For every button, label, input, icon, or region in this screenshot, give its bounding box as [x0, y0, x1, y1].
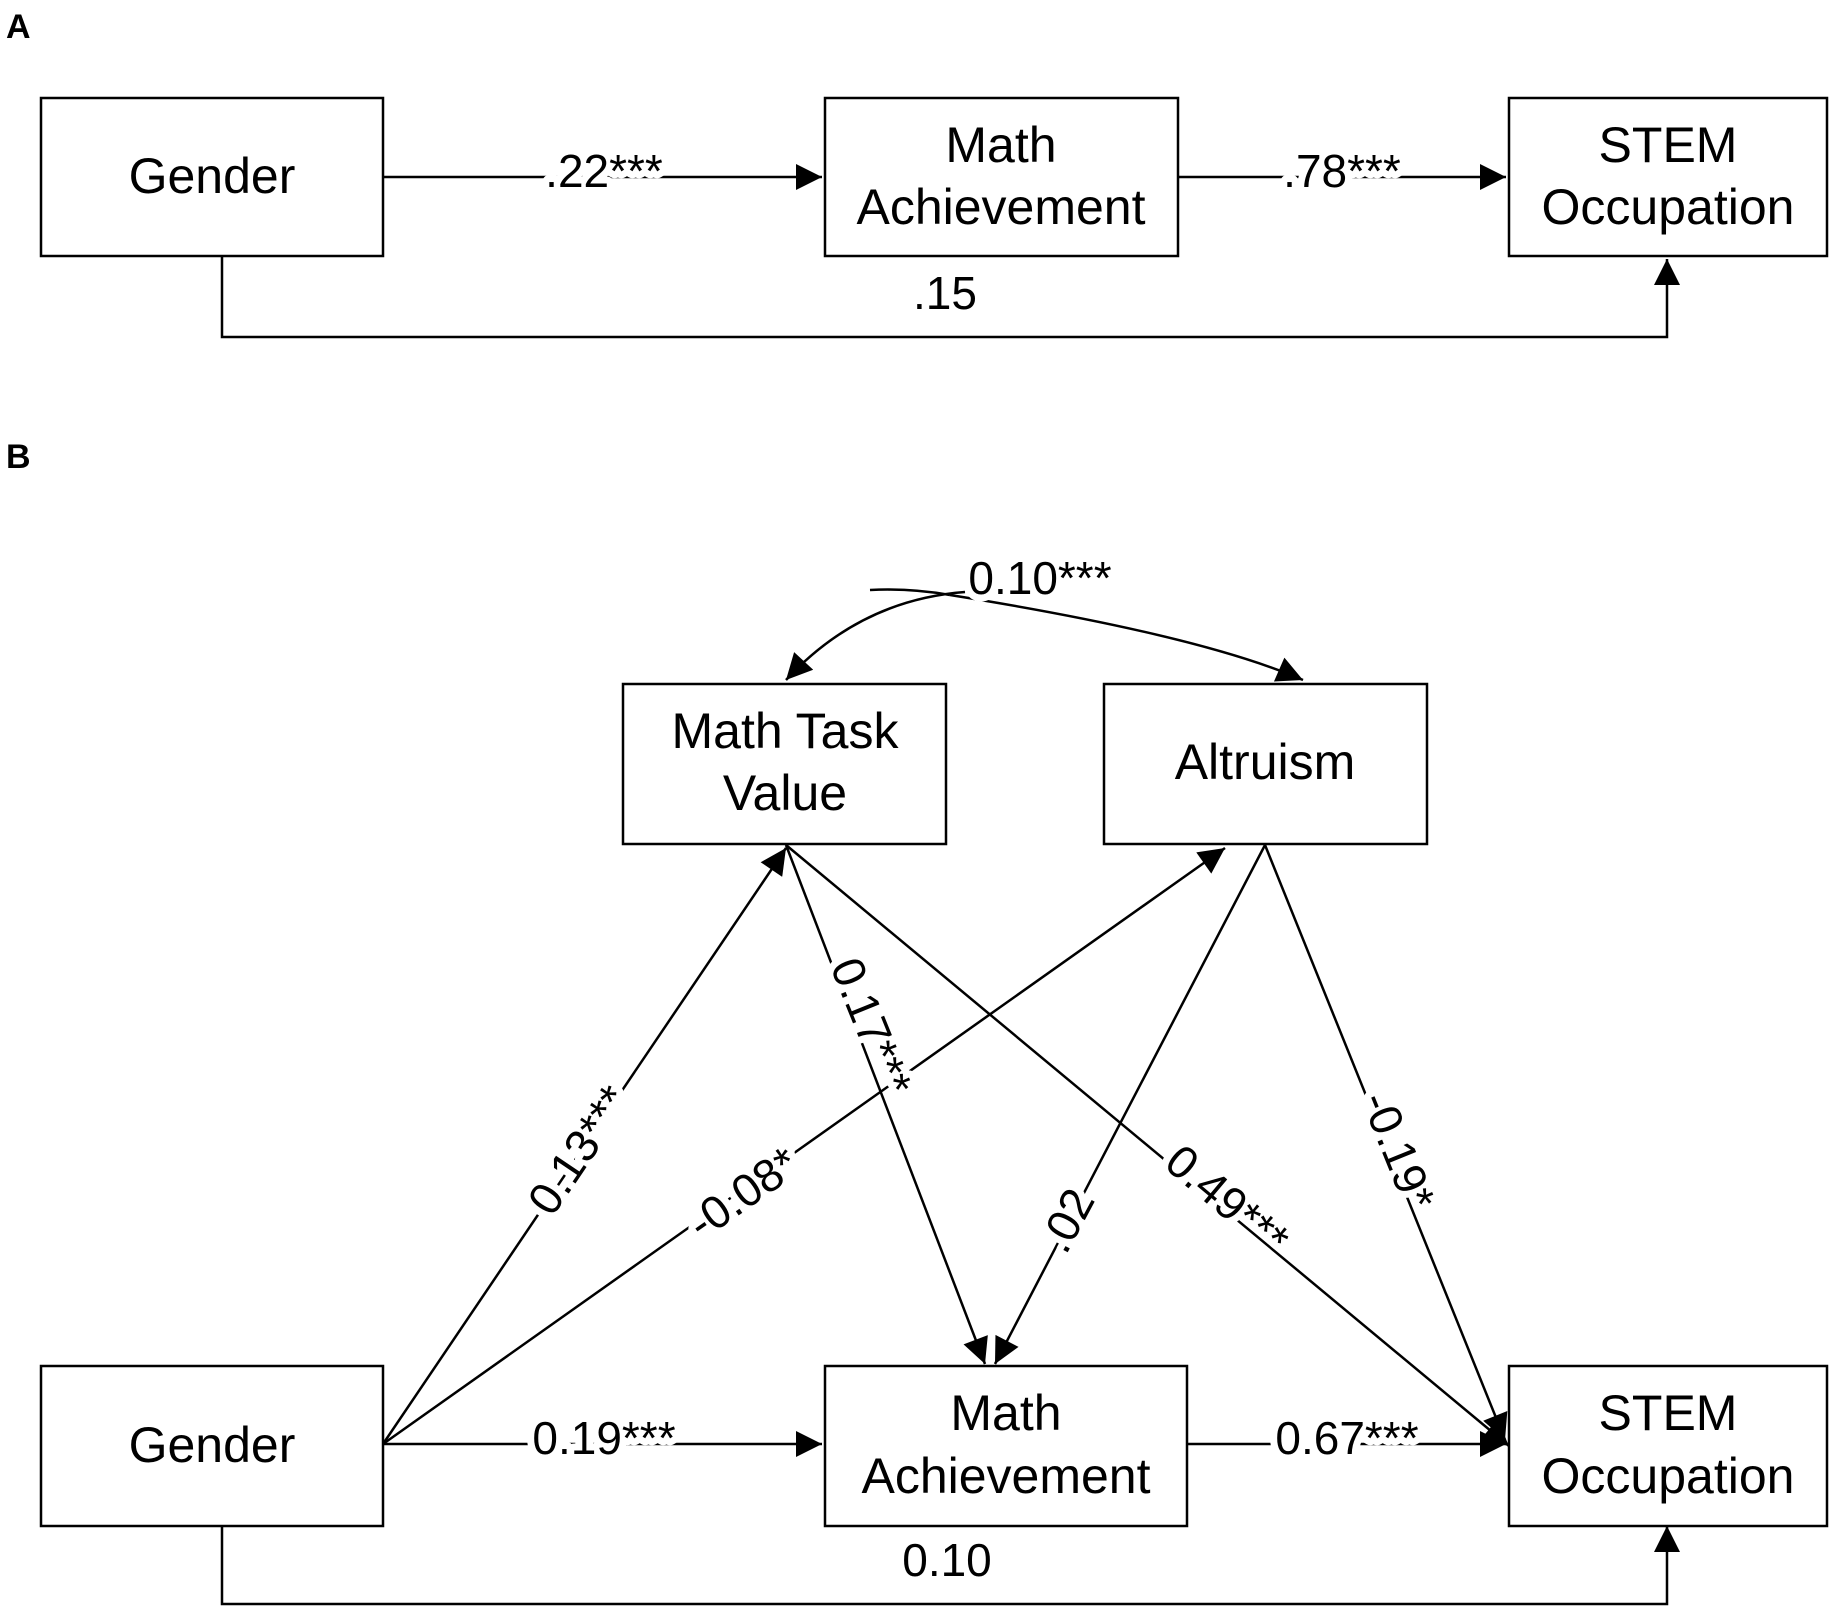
panel-b-math-achievement-label-line2: Achievement [861, 1448, 1150, 1504]
panel-b-math-task-value-label-line1: Math Task [672, 703, 900, 759]
coef-b-gender-to-stem: 0.10 [902, 1534, 992, 1586]
coef-b-task-value-to-math: 0.17*** [821, 950, 923, 1102]
panel-b-math-achievement-label-line1: Math [950, 1385, 1061, 1441]
path-b-altruism-to-stem [1263, 844, 1508, 1441]
panel-a-gender-box [39, 96, 385, 258]
panel-a-paths [220, 164, 1680, 339]
coef-a-gender-to-stem: .15 [913, 267, 977, 319]
panel-a-math-achievement-box [823, 96, 1180, 258]
coef-b-altruism-to-math: .02 [1029, 1180, 1105, 1261]
panel-b-altruism-box [1102, 682, 1429, 846]
coef-b-gender-to-math: 0.19*** [532, 1412, 675, 1464]
panel-b-gender-box [39, 1364, 385, 1528]
panel-b-label: B [6, 438, 31, 476]
panel-a-math-achievement-label-line1: Math [945, 117, 1056, 173]
coef-b-math-to-stem: 0.67*** [1275, 1412, 1418, 1464]
panel-b-stem-occupation-label-line2: Occupation [1542, 1448, 1795, 1504]
path-b-covariance-arc-right [949, 593, 1304, 682]
path-b-gender-to-altruism [382, 846, 1226, 1446]
panel-a-stem-occupation-label-line1: STEM [1599, 117, 1738, 173]
panel-b-math-task-value-box [621, 682, 948, 846]
coef-b-altruism-to-stem: -0.19* [1351, 1084, 1445, 1217]
panel-b-gender-label: Gender [129, 1417, 296, 1473]
panel-b-stem-occupation-label-line1: STEM [1599, 1385, 1738, 1441]
panel-a-label: A [6, 8, 31, 46]
panel-a-stem-occupation-label-line2: Occupation [1542, 179, 1795, 235]
panel-b-stem-occupation-box [1507, 1364, 1829, 1528]
path-b-task-value-to-math [784, 844, 988, 1365]
panel-a-gender-label: Gender [129, 148, 296, 204]
panel-a-math-achievement-label-line2: Achievement [856, 179, 1145, 235]
path-b-covariance-arc-left [785, 590, 966, 681]
panel-a-stem-occupation-box [1507, 96, 1829, 258]
panel-b-altruism-label: Altruism [1175, 734, 1356, 790]
path-b-altruism-to-math [993, 844, 1267, 1365]
panel-b-math-task-value-label-line2: Value [723, 765, 847, 821]
coef-a-math-to-stem: .78*** [1283, 145, 1401, 197]
path-b-gender-to-stem [220, 1526, 1680, 1606]
coef-b-gender-to-altruism: -0.08* [678, 1136, 808, 1249]
coef-b-gender-to-task-value: 0.13*** [517, 1076, 640, 1224]
coef-a-gender-to-math: .22*** [545, 145, 663, 197]
path-b-task-value-to-stem [785, 844, 1510, 1447]
path-a-gender-to-stem [220, 257, 1680, 339]
path-b-gender-to-task-value [381, 847, 788, 1445]
coef-b-covariance: 0.10*** [968, 552, 1111, 604]
panel-b-math-achievement-box [823, 1364, 1189, 1528]
coef-b-task-value-to-stem: 0.49*** [1156, 1134, 1299, 1266]
panel-b-paths [220, 844, 1680, 1606]
